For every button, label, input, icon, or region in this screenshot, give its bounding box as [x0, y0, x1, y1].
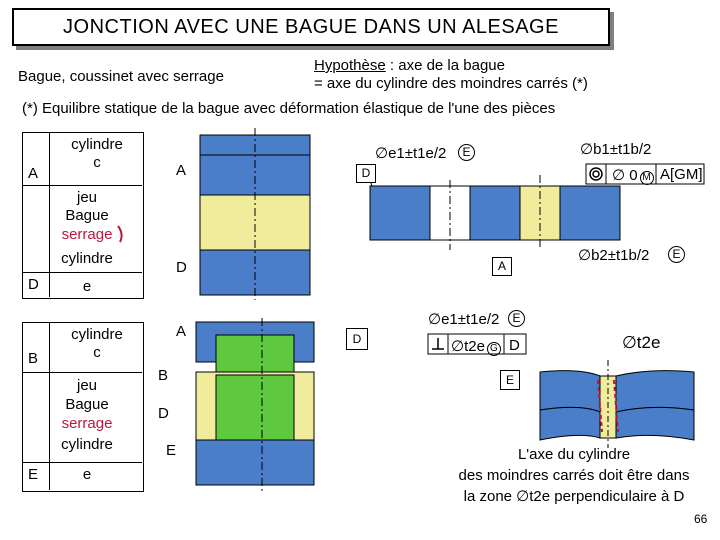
table-bottom-row-line — [22, 462, 142, 463]
table-bottom-row: cylindre — [61, 436, 113, 453]
modifier-e-top: E — [458, 144, 475, 161]
hypothesis-line1-rest: : axe de la bague — [385, 57, 505, 74]
tolerance-e1-top: ∅e1±t1e/2 — [375, 145, 447, 162]
page-title: JONCTION AVEC UNE BAGUE DANS UN ALESAGE — [12, 8, 610, 46]
tolerance-ref-box — [655, 163, 705, 185]
table-bottom-row: cylindre — [71, 326, 123, 343]
label-b-bot: B — [158, 367, 169, 384]
page-title-text: JONCTION AVEC UNE BAGUE DANS UN ALESAGE — [63, 15, 559, 38]
label-d-frame: D — [346, 328, 368, 350]
tolerance-b1: ∅b1±t1b/2 — [580, 141, 652, 158]
perp-value-text: ∅t2e — [451, 338, 485, 355]
table-top-row: jeu — [76, 189, 98, 206]
hypothesis-line1: Hypothèse : axe de la bague — [314, 57, 505, 74]
hypothesis-line2: = axe du cylindre des moindres carrés (*… — [314, 75, 588, 92]
shaft-middle — [215, 374, 295, 441]
label-e-frame: E — [500, 370, 520, 390]
perp-ref: D — [509, 337, 520, 354]
label-d-top: D — [176, 259, 187, 276]
coaxiality-symbol-box — [585, 163, 607, 185]
label-d-bot: D — [158, 405, 169, 422]
table-bottom — [22, 322, 144, 492]
table-bottom-row: e — [82, 466, 92, 483]
label-d-mid: D — [356, 164, 376, 183]
modifier-e-mid: E — [508, 310, 525, 327]
subtitle: Bague, coussinet avec serrage — [18, 68, 224, 85]
serrage-brace — [117, 225, 123, 243]
table-bottom-row: serrage — [61, 415, 113, 432]
note: (*) Equilibre statique de la bague avec … — [22, 100, 556, 117]
table-top-row: serrage — [61, 226, 113, 243]
table-top-row: cylindre — [61, 250, 113, 267]
table-bottom-divider — [49, 322, 50, 490]
label-a-bot: A — [176, 323, 187, 340]
part-right-body — [369, 185, 621, 241]
table-top-row: Bague — [65, 207, 109, 224]
table-top-letter-a: A — [28, 165, 39, 182]
tolerance-t2e: ∅t2e — [622, 333, 661, 352]
modifier-g: G — [486, 342, 501, 356]
table-top-row-line — [22, 272, 142, 273]
tolerance-b2: ∅b2±t1b/2 — [578, 247, 650, 264]
label-a-right: A — [492, 257, 512, 276]
detail-left-upper — [539, 370, 601, 413]
hypothesis-label: Hypothèse — [314, 57, 386, 74]
label-a-top: A — [176, 162, 187, 179]
tolerance-frame-ref: A[GM] — [660, 166, 703, 183]
table-bottom-row: jeu — [76, 377, 98, 394]
table-bottom-letter-e: E — [28, 466, 39, 483]
table-bottom-row: Bague — [65, 396, 109, 413]
caption-line: L'axe du cylindre — [517, 446, 631, 463]
part-right — [369, 175, 621, 250]
modifier-e-b2: E — [668, 246, 685, 263]
tolerance-zone-left — [597, 379, 603, 433]
table-bottom-row: c — [93, 344, 101, 361]
caption-line: la zone ∅t2e perpendiculaire à D — [463, 488, 685, 505]
coaxiality-icon — [589, 167, 603, 181]
table-top-divider — [49, 132, 50, 297]
table-top-row: e — [82, 278, 92, 295]
modifier-m: M — [639, 171, 654, 185]
table-top-row: c — [93, 154, 101, 171]
page-number: 66 — [694, 512, 708, 526]
table-bottom-row-line — [22, 372, 142, 373]
table-top-row-line — [22, 185, 142, 186]
table-top — [22, 132, 144, 299]
detail-right — [539, 360, 695, 448]
coaxiality-icon-inner — [592, 170, 600, 178]
tolerance-e1-mid: ∅e1±t1e/2 — [428, 311, 500, 328]
assembly-bottom — [195, 318, 315, 492]
tolerance-frame-value-text: ∅ 0 — [612, 167, 638, 184]
detail-left-lower — [539, 406, 601, 441]
table-top-letter-d: D — [28, 276, 39, 293]
table-bottom-letter-b: B — [28, 350, 39, 367]
table-top-row: cylindre — [71, 136, 123, 153]
shaft-top — [215, 334, 295, 376]
detail-right-upper — [615, 370, 695, 413]
housing-bottom-bottom — [195, 439, 315, 486]
label-e-bot: E — [166, 442, 177, 459]
assembly-top — [199, 128, 311, 300]
perp-ref-box — [503, 333, 527, 355]
caption-line: des moindres carrés doit être dans — [458, 467, 690, 484]
tolerance-zone-right — [613, 379, 619, 433]
detail-right-lower — [615, 406, 695, 441]
